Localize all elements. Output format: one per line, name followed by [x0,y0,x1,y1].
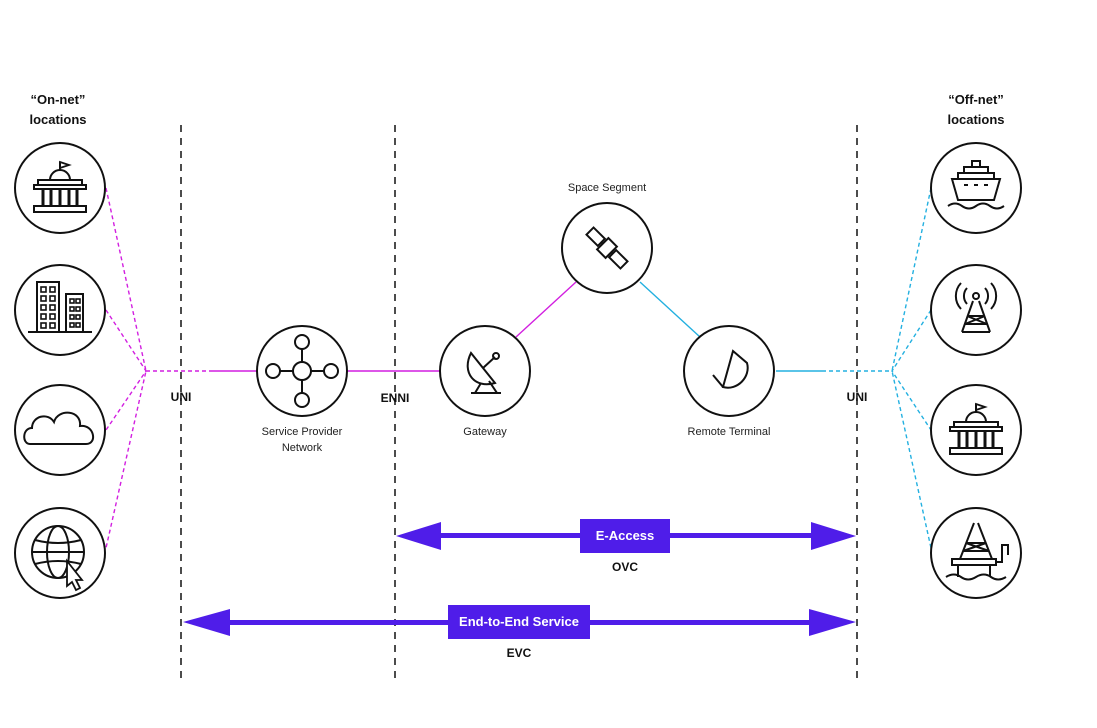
service-provider-label-line1: Service Provider [261,426,343,438]
network-hub-icon [265,334,339,408]
remote-terminal-label: Remote Terminal [687,426,771,438]
ovc-label: OVC [611,560,638,574]
e-access-badge: E-Access [580,519,670,553]
on-net-heading-line2: locations [29,112,87,127]
satellite-dish-icon [466,351,501,394]
terminal-icon [712,349,749,389]
on-net-heading-line1: “On-net” [30,92,86,107]
link-gateway-to-satellite [515,281,577,338]
on-net-links [105,187,577,549]
on-net-heading: “On-net” locations [8,90,108,130]
cloud-icon [23,411,95,445]
gateway-label: Gateway [463,426,507,438]
off-net-ship-node [930,142,1022,234]
evc-label: EVC [506,646,532,660]
link-satellite-to-terminal [639,281,701,338]
off-net-heading-line2: locations [947,112,1005,127]
office-building-icon [28,281,92,333]
radio-tower-icon [954,282,998,333]
boundary-lines [180,125,858,678]
off-net-fan-lines [822,187,932,549]
ship-icon [947,160,1005,210]
on-net-fan-lines [105,187,213,549]
off-net-links [639,187,932,549]
uni-right-label: UNI [846,390,868,404]
off-net-tower-node [930,264,1022,356]
satellite-icon [585,226,629,270]
enni-label: ENNI [380,391,410,405]
service-provider-label: Service Provider Network [237,424,367,456]
globe-cursor-icon [31,525,85,592]
space-segment-label: Space Segment [567,182,647,194]
on-net-cloud-node [14,384,106,476]
uni-left-label: UNI [170,390,192,404]
service-provider-label-line2: Network [281,442,323,454]
remote-terminal-node [683,325,775,417]
oil-rig-icon [945,522,1009,581]
off-net-heading-line1: “Off-net” [948,92,1004,107]
off-net-heading: “Off-net” locations [926,90,1026,130]
end-to-end-badge: End-to-End Service [448,605,590,639]
